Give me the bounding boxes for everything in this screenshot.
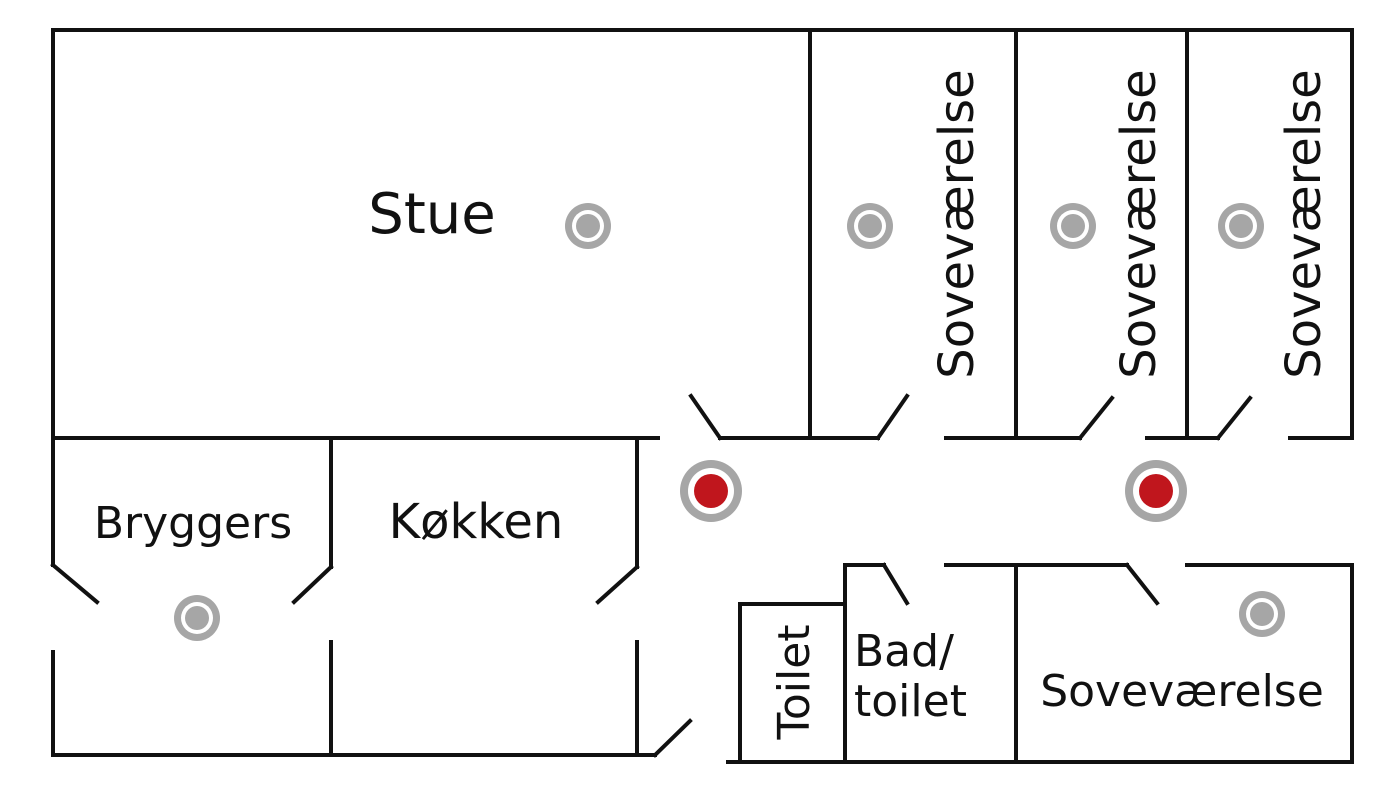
detectors	[174, 203, 1285, 641]
label-kokken: Køkken	[389, 494, 564, 550]
label-soveverelse-3: Soveværelse	[1276, 69, 1332, 378]
detector-bedroom3-icon	[1218, 203, 1264, 249]
label-soveverelse-1: Soveværelse	[929, 69, 985, 378]
room-labels: Stue Soveværelse Soveværelse Soveværelse…	[94, 69, 1332, 740]
label-toilet: Toilet	[769, 624, 820, 740]
door-bedroom3	[1215, 395, 1253, 441]
label-soveverelse-4: Soveværelse	[1040, 666, 1324, 717]
detector-bryggers-icon	[174, 595, 220, 641]
door-bedroom1	[875, 393, 910, 441]
door-bedroom4	[1124, 562, 1160, 606]
door-stue	[688, 393, 723, 441]
label-bad-line1: Bad/	[854, 626, 954, 677]
door-bedroom2	[1077, 395, 1115, 441]
label-bad-line2: toilet	[854, 676, 967, 727]
door-bryggers-right	[291, 564, 334, 605]
detector-bedroom4-icon	[1239, 591, 1285, 637]
detector-bedroom2-icon	[1050, 203, 1096, 249]
door-bath	[881, 562, 910, 606]
detector-stue-icon	[565, 203, 611, 249]
detector-bedroom1-icon	[847, 203, 893, 249]
walls	[50, 28, 1354, 764]
label-soveverelse-2: Soveværelse	[1111, 69, 1167, 378]
detector-corridor-left-icon	[680, 460, 742, 522]
door-bryggers-left	[50, 562, 100, 605]
label-bryggers: Bryggers	[94, 498, 292, 549]
detector-corridor-right-icon	[1125, 460, 1187, 522]
door-kokken	[595, 564, 640, 605]
door-exterior-bottom	[652, 718, 693, 758]
label-stue: Stue	[368, 182, 495, 247]
